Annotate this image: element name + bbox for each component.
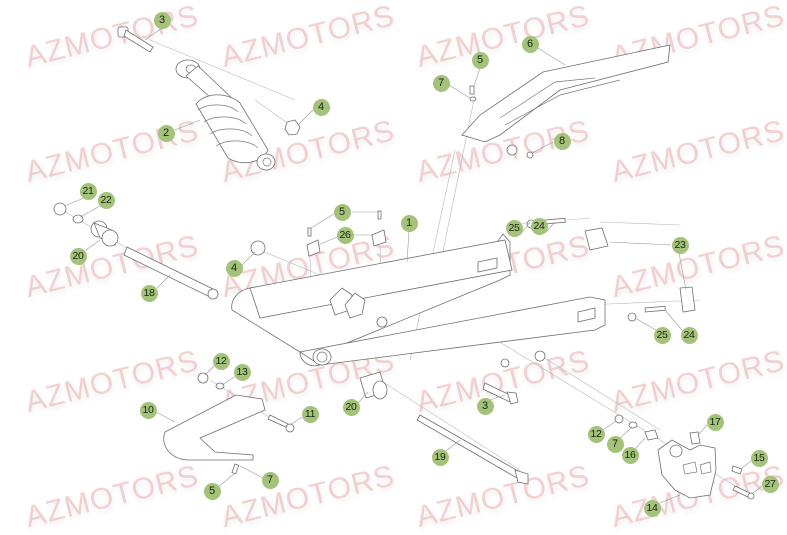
part-callout-12[interactable]: 12 <box>212 352 230 370</box>
shock-absorber <box>175 59 276 171</box>
part-callout-26[interactable]: 26 <box>336 226 354 244</box>
part-callout-15[interactable]: 15 <box>750 449 768 467</box>
part-callout-5[interactable]: 5 <box>471 51 489 69</box>
part-callout-24[interactable]: 24 <box>680 326 698 344</box>
part-callout-2[interactable]: 2 <box>157 124 175 142</box>
part-callout-5[interactable]: 5 <box>333 203 351 221</box>
part-callout-11[interactable]: 11 <box>301 405 319 423</box>
part-callout-19[interactable]: 19 <box>431 448 449 466</box>
chain-guard <box>461 44 671 159</box>
rear-axle <box>416 414 529 485</box>
part-callout-22[interactable]: 22 <box>97 191 115 209</box>
part-callout-24[interactable]: 24 <box>530 217 548 235</box>
chain-slider <box>163 372 295 475</box>
chain-guide <box>614 414 755 500</box>
pivot-hardware-left <box>53 202 219 300</box>
part-callout-23[interactable]: 23 <box>671 236 689 254</box>
part-callout-16[interactable]: 16 <box>621 446 639 464</box>
part-callout-17[interactable]: 17 <box>706 413 724 431</box>
part-callout-27[interactable]: 27 <box>761 475 779 493</box>
swingarm <box>231 233 606 368</box>
chain-slider-mounts <box>306 210 387 291</box>
part-callout-25[interactable]: 25 <box>653 326 671 344</box>
part-callout-20[interactable]: 20 <box>69 247 87 265</box>
part-callout-7[interactable]: 7 <box>261 471 279 489</box>
part-callout-3[interactable]: 3 <box>153 11 171 29</box>
part-callout-6[interactable]: 6 <box>521 35 539 53</box>
part-callout-3[interactable]: 3 <box>476 397 494 415</box>
part-callout-8[interactable]: 8 <box>553 132 571 150</box>
bolt-top <box>117 26 154 53</box>
part-callout-12[interactable]: 12 <box>587 425 605 443</box>
part-callout-18[interactable]: 18 <box>140 284 158 302</box>
leader-lines <box>63 27 763 504</box>
part-callout-7[interactable]: 7 <box>432 74 450 92</box>
spacer-mid <box>359 371 388 400</box>
nut-top <box>284 119 301 136</box>
bolt-mid <box>482 382 519 405</box>
part-callout-4[interactable]: 4 <box>225 259 243 277</box>
spacer-left <box>250 240 266 256</box>
part-callout-7[interactable]: 7 <box>606 435 624 453</box>
part-callout-13[interactable]: 13 <box>233 363 251 381</box>
part-callout-21[interactable]: 21 <box>79 182 97 200</box>
part-callout-4[interactable]: 4 <box>312 98 330 116</box>
part-callout-5[interactable]: 5 <box>203 482 221 500</box>
part-callout-1[interactable]: 1 <box>400 214 418 232</box>
part-callout-25[interactable]: 25 <box>505 219 523 237</box>
part-callout-20[interactable]: 20 <box>342 398 360 416</box>
part-callout-10[interactable]: 10 <box>139 401 157 419</box>
part-callout-14[interactable]: 14 <box>643 499 661 517</box>
